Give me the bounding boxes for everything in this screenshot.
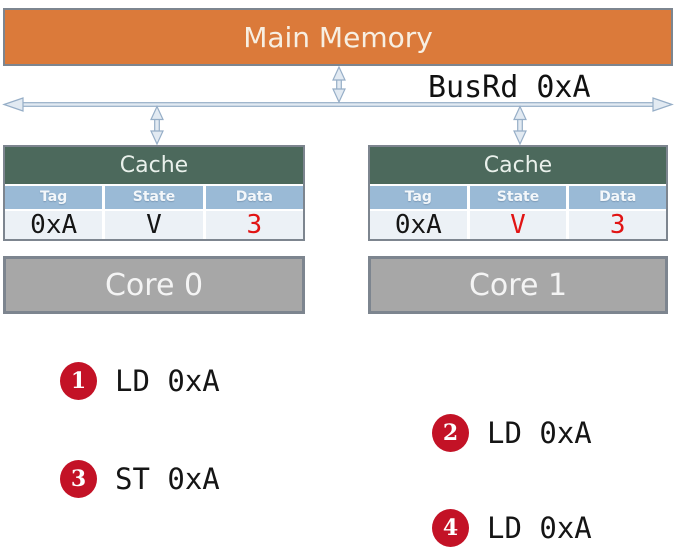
cache0-tag-value: 0xA — [5, 211, 103, 239]
operation-3: 3 ST 0xA — [60, 460, 220, 498]
cache1-header-row: Tag State Data — [370, 184, 667, 209]
cache1-col-state: State — [466, 186, 567, 209]
cache0-value-row: 0xA V 3 — [5, 209, 303, 239]
operation-1-text: LD 0xA — [115, 364, 220, 398]
cache1-table: Cache Tag State Data 0xA V 3 — [368, 145, 668, 241]
cache1-title: Cache — [370, 147, 666, 184]
operation-4-text: LD 0xA — [487, 511, 592, 545]
operation-3-text: ST 0xA — [115, 462, 220, 496]
cache0-col-state: State — [102, 186, 203, 209]
cache1-state-value: V — [466, 211, 567, 239]
cache1-data-value: 3 — [566, 211, 667, 239]
cache0-col-data: Data — [202, 186, 303, 209]
cache0-table: Cache Tag State Data 0xA V 3 — [3, 145, 305, 241]
operation-2-text: LD 0xA — [487, 416, 592, 450]
cache0-data-value: 3 — [202, 211, 303, 239]
main-memory-label: Main Memory — [243, 20, 433, 54]
cache0-header-row: Tag State Data — [5, 184, 303, 209]
core1-box: Core 1 — [368, 256, 668, 314]
operation-2-badge: 2 — [432, 414, 469, 452]
cache1-value-row: 0xA V 3 — [370, 209, 667, 239]
cache1-bus-arrow-icon — [513, 105, 527, 146]
operation-4-badge: 4 — [432, 509, 469, 547]
core0-box: Core 0 — [3, 256, 305, 314]
cache0-col-tag: Tag — [5, 186, 103, 209]
operation-4: 4 LD 0xA — [432, 509, 592, 547]
core0-label: Core 0 — [104, 267, 204, 303]
cache1-col-tag: Tag — [370, 186, 467, 209]
cache0-bus-arrow-icon — [150, 105, 164, 146]
operation-1-badge: 1 — [60, 362, 97, 400]
operation-1: 1 LD 0xA — [60, 362, 220, 400]
cache0-state-value: V — [102, 211, 203, 239]
cache1-col-data: Data — [566, 186, 667, 209]
core1-label: Core 1 — [468, 267, 568, 303]
cache1-tag-value: 0xA — [370, 211, 467, 239]
memory-bus-arrow-icon — [332, 65, 346, 104]
operation-3-badge: 3 — [60, 460, 97, 498]
cache0-title: Cache — [5, 147, 303, 184]
bus-transaction-label: BusRd 0xA — [428, 70, 591, 105]
main-memory-box: Main Memory — [3, 8, 673, 66]
operation-2: 2 LD 0xA — [432, 414, 592, 452]
